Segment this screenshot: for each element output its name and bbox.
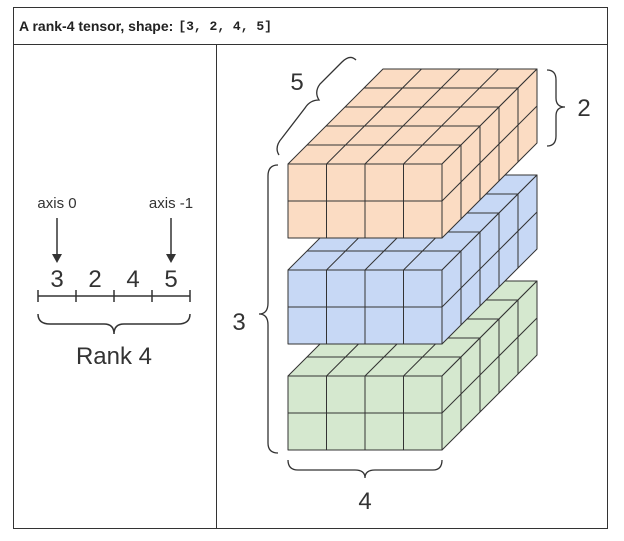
rank-brace xyxy=(37,313,191,335)
width-brace xyxy=(287,459,443,479)
header-shape-code: [3, 2, 4, 5] xyxy=(178,18,272,34)
axis-diagram: axis 0 axis -1 3 2 4 5 Rank 4 xyxy=(37,195,193,370)
width-dim-label: 4 xyxy=(358,488,371,515)
panel-divider xyxy=(216,44,217,528)
axis-0-label: axis 0 xyxy=(37,195,76,212)
depth-brace xyxy=(276,56,357,156)
top-block-grid-line xyxy=(364,68,461,165)
top-block-grid-line xyxy=(403,68,499,165)
figure-header: A rank-4 tensor, shape: [3, 2, 4, 5] xyxy=(14,8,607,45)
top-block xyxy=(287,68,538,239)
bottom-block-grid-line xyxy=(441,317,538,414)
dim-3: 5 xyxy=(164,266,177,293)
axis-0-arrowhead xyxy=(52,254,62,263)
stack-dim-label: 3 xyxy=(232,309,245,336)
height-brace xyxy=(546,69,566,147)
header-title: A rank-4 tensor, shape: xyxy=(19,18,174,34)
dim-0: 3 xyxy=(50,266,63,293)
dim-1: 2 xyxy=(88,266,101,293)
tensor-figure-frame: A rank-4 tensor, shape: [3, 2, 4, 5] xyxy=(13,7,608,529)
axis-minus-1-arrowhead xyxy=(166,254,176,263)
stack-brace xyxy=(258,164,279,454)
tensor-blocks xyxy=(287,68,538,451)
height-dim-label: 2 xyxy=(577,95,590,122)
dim-2: 4 xyxy=(126,266,139,293)
dim-ruler xyxy=(37,290,191,302)
top-block-grid-line xyxy=(326,68,422,165)
rank-label: Rank 4 xyxy=(76,343,152,370)
top-block-grid-line xyxy=(441,105,538,202)
middle-block-grid-line xyxy=(441,211,538,308)
depth-dim-label: 5 xyxy=(290,69,303,96)
axis-minus-1-label: axis -1 xyxy=(149,195,193,212)
